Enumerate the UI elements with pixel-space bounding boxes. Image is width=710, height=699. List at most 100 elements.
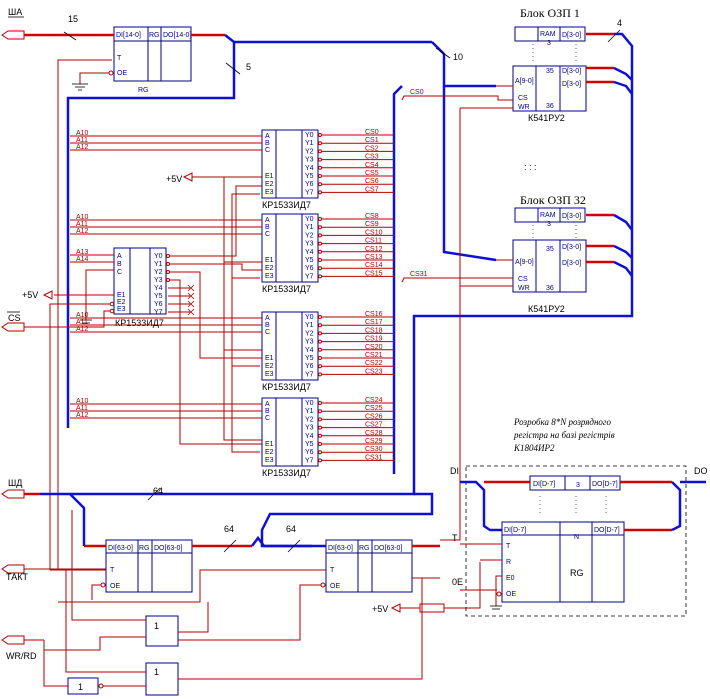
decoder-pin-y: Y1 — [305, 224, 314, 231]
bus-width-5: 5 — [246, 62, 251, 72]
svg-text:E2: E2 — [117, 299, 126, 306]
svg-text:CS: CS — [518, 95, 528, 102]
svg-text:Y7: Y7 — [154, 309, 163, 316]
takt-connector: ТАКТ — [1, 564, 106, 582]
svg-text:RG: RG — [570, 568, 584, 578]
decoder-addr-label: A11 — [76, 319, 88, 326]
decoder-pin-e3: E3 — [265, 189, 274, 196]
decoder-pin-y: Y2 — [305, 232, 314, 239]
cs-line-cs15: CS15 — [365, 270, 383, 277]
svg-text:DO[63-0]: DO[63-0] — [154, 545, 182, 552]
cs-line-cs7: CS7 — [365, 186, 379, 193]
decoder-chip-label: КР1533ИД7 — [262, 200, 311, 210]
decoder-pin-a: A — [265, 133, 270, 140]
decoder-pin-b: B — [265, 140, 270, 147]
decoder-pin-a: A — [265, 401, 270, 408]
gate-2: 1 — [145, 662, 179, 696]
decoder-pin-e1: E1 — [265, 173, 274, 180]
decoder-pin-c: C — [265, 147, 270, 154]
ram-block-dots: : : : — [524, 162, 537, 172]
decoder-pin-y: Y3 — [305, 339, 314, 346]
svg-text:Y5: Y5 — [154, 293, 163, 300]
decoder-pin-y: Y4 — [305, 433, 314, 440]
plus5v-left: +5V — [22, 290, 38, 300]
shd-label: ШД — [8, 478, 22, 488]
svg-text:DI[D-7]: DI[D-7] — [504, 527, 526, 534]
decoder-pin-y: Y5 — [305, 355, 314, 362]
cs-line-cs14: CS14 — [365, 262, 383, 269]
decoder-pin-y: Y5 — [305, 441, 314, 448]
address-register: DI[14-0] RG DO[14-0] T OE RG — [108, 26, 192, 94]
decoder-addr-label: A10 — [76, 398, 89, 405]
decoder-pin-y: Y6 — [305, 363, 314, 370]
cs-connector: CS — [1, 311, 50, 332]
cs-line-cs10: CS10 — [365, 229, 383, 236]
sha-connector: ША — [1, 7, 40, 40]
svg-text:регістра на базі регістрів: регістра на базі регістрів — [513, 430, 615, 440]
svg-text:CS: CS — [518, 276, 528, 283]
svg-text:OE: OE — [117, 70, 127, 77]
svg-text:Y6: Y6 — [154, 301, 163, 308]
cs-line-cs18: CS18 — [365, 327, 383, 334]
ram-block-1-chip: К541РУ2 — [528, 113, 565, 123]
cs-line-cs4: CS4 — [365, 162, 379, 169]
cs-bar-label: CS — [8, 313, 21, 323]
gate-inverter: 1 — [67, 677, 104, 695]
decoder-addr-label: A10 — [76, 130, 89, 137]
svg-text:C: C — [117, 269, 122, 276]
svg-text:D[3-0]: D[3-0] — [562, 68, 581, 75]
data-register-1: DI[63-0] RG DO[63-0] T OE — [100, 539, 193, 593]
decoder-addr-label: A10 — [76, 214, 89, 221]
decoder-pin-a: A — [265, 315, 270, 322]
cs-line-cs5: CS5 — [365, 170, 379, 177]
decoder-pin-y: Y3 — [305, 157, 314, 164]
cs-line-cs6: CS6 — [365, 178, 379, 185]
decoder-pin-e3: E3 — [265, 273, 274, 280]
decoder-pin-e2: E2 — [265, 363, 274, 370]
decoder-pin-e1: E1 — [265, 355, 274, 362]
cs-line-cs24: CS24 — [365, 397, 383, 404]
ext-register-main: DI[D-7] N DO[D-7] RG T R E0 OE — [496, 521, 625, 603]
decoder-addr-label: A12 — [76, 326, 89, 333]
master-decoder: A B C E1 E2 E3 Y0 Y1 Y2 Y3 Y4 Y5 Y6 Y7 К… — [113, 247, 167, 328]
decoder-pin-y: Y0 — [305, 216, 314, 223]
decoder-addr-label: A11 — [76, 405, 88, 412]
decoder-pin-y: Y7 — [305, 273, 314, 280]
bus-width-10: 10 — [453, 52, 463, 62]
svg-text:35: 35 — [546, 246, 554, 253]
decoder-pin-y: Y3 — [305, 425, 314, 432]
svg-text:A13: A13 — [76, 249, 89, 256]
cs-line-cs2: CS2 — [365, 145, 379, 152]
decoder-pin-a: A — [265, 217, 270, 224]
cs-line-cs11: CS11 — [365, 238, 382, 245]
cs-line-cs3: CS3 — [365, 154, 379, 161]
ram-block-32-chip: К541РУ2 — [528, 304, 565, 314]
decoder-pin-e2: E2 — [265, 265, 274, 272]
svg-text:3: 3 — [547, 221, 551, 228]
decoder-pin-y: Y7 — [305, 457, 314, 464]
decoder-pin-y: Y0 — [305, 400, 314, 407]
svg-text:D[3-0]: D[3-0] — [562, 81, 581, 88]
svg-text:DO[D-7]: DO[D-7] — [594, 527, 620, 534]
cs-line-cs1: CS1 — [365, 137, 379, 144]
decoder-addr-label: A12 — [76, 144, 89, 151]
svg-text:DI[63-0]: DI[63-0] — [108, 545, 133, 552]
svg-text:N: N — [574, 534, 579, 541]
decoder-pin-y: Y1 — [305, 140, 314, 147]
decoder-pin-y: Y2 — [305, 148, 314, 155]
decoder-pin-e1: E1 — [265, 441, 274, 448]
cs-line-cs16: CS16 — [365, 311, 383, 318]
cs-line-cs28: CS28 — [365, 430, 383, 437]
decoder-pin-b: B — [265, 224, 270, 231]
svg-text:WR: WR — [518, 285, 530, 292]
svg-text:К1804ИР2: К1804ИР2 — [513, 443, 555, 453]
svg-text:3: 3 — [547, 40, 551, 47]
svg-text:A: A — [117, 253, 122, 260]
svg-text:RG: RG — [149, 32, 160, 39]
decoder-pin-c: C — [265, 231, 270, 238]
cs-line-cs22: CS22 — [365, 360, 383, 367]
sha-label: ША — [8, 7, 22, 17]
